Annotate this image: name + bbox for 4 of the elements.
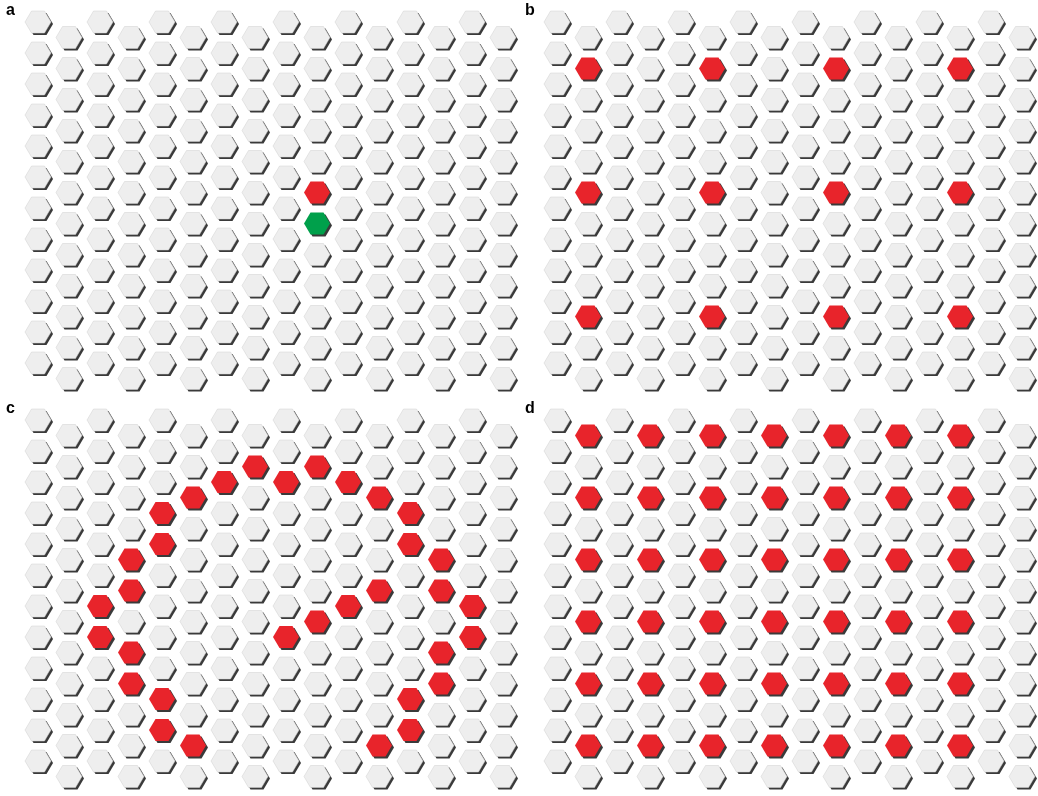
panel-label: d [525,400,535,416]
panel-label: b [525,2,535,18]
panel-label: a [6,2,15,18]
panel-label: c [6,400,15,416]
